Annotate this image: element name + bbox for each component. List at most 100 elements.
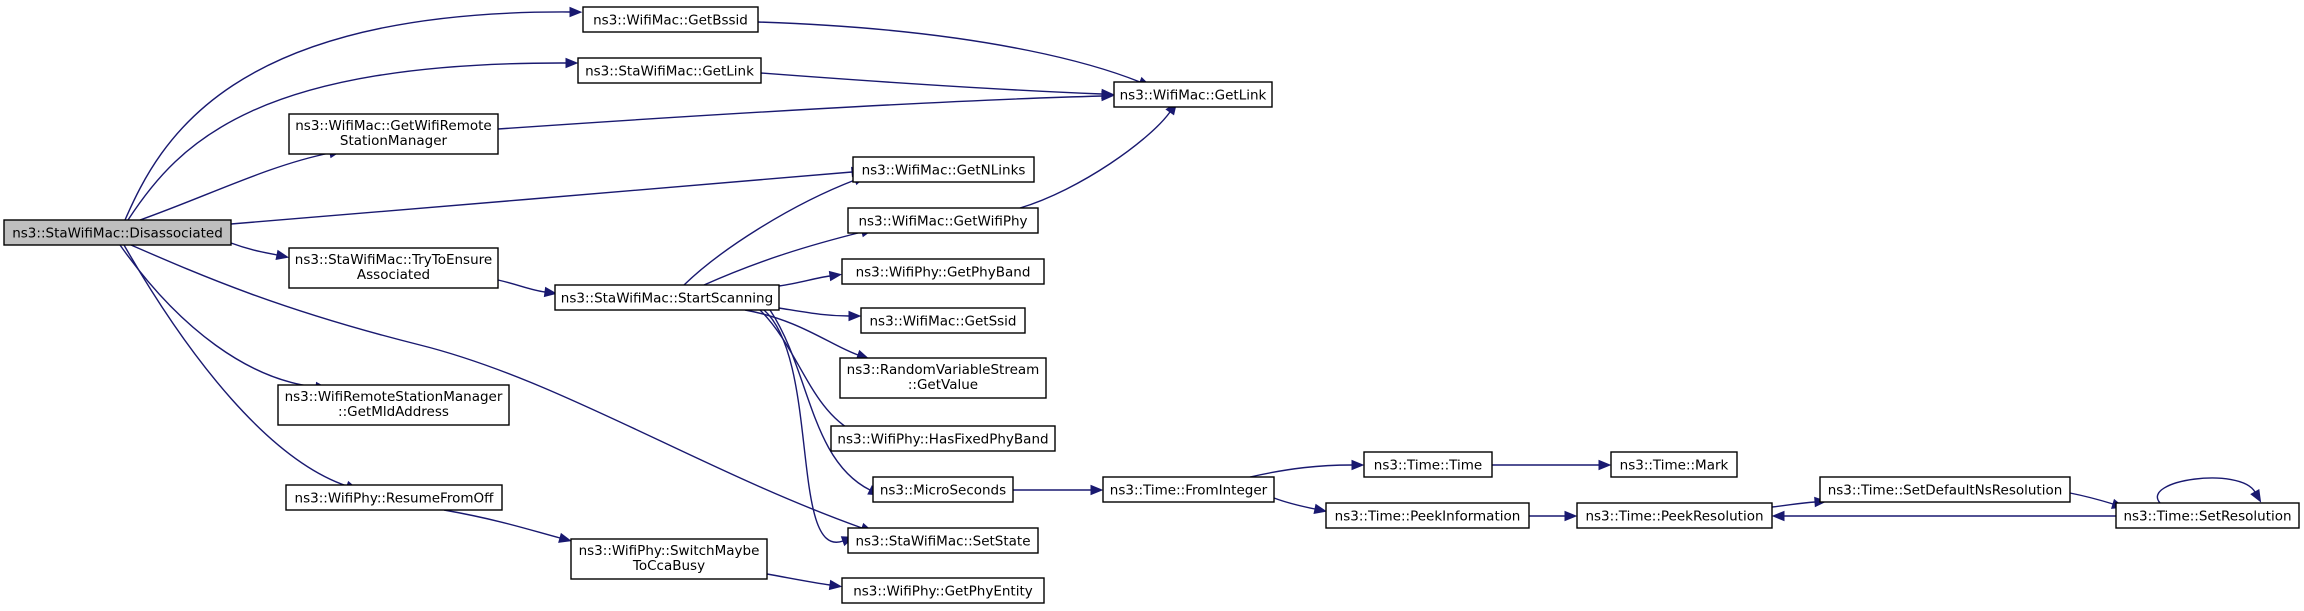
edge-line — [703, 231, 863, 286]
node-label: ns3::StaWifiMac::SetState — [855, 534, 1030, 550]
node-box[interactable] — [852, 156, 1035, 183]
edge-arrowhead — [1313, 503, 1328, 515]
graph-node-n11[interactable]: ns3::RandomVariableStream::GetValue — [839, 357, 1047, 399]
edge-line — [2069, 492, 2114, 505]
edge-line — [757, 21, 1141, 83]
edge-line — [1019, 111, 1171, 209]
edge-line — [744, 309, 859, 356]
graph-node-n20[interactable]: ns3::Time::SetDefaultNsResolution — [1819, 476, 2071, 503]
node-box[interactable] — [1325, 502, 1530, 529]
node-label: ns3::RandomVariableStream — [847, 362, 1040, 378]
node-box[interactable] — [841, 577, 1045, 604]
node-label: ns3::WifiMac::GetSsid — [869, 314, 1016, 330]
edge-line — [123, 244, 348, 487]
edge-n15-n16 — [1249, 459, 1365, 478]
graph-node-n0[interactable]: ns3::StaWifiMac::Disassociated — [3, 219, 232, 246]
node-box[interactable] — [1610, 451, 1738, 478]
node-label: ns3::Time::PeekInformation — [1335, 509, 1521, 525]
edge-n0-n5 — [230, 166, 865, 225]
edge-n21-n21 — [2156, 477, 2262, 504]
node-box[interactable] — [2115, 502, 2300, 529]
graph-node-n12[interactable]: ns3::WifiRemoteStationManager::GetMldAdd… — [277, 384, 510, 426]
node-box[interactable] — [872, 476, 1014, 503]
node-box[interactable] — [288, 113, 499, 155]
edge-n0-n7 — [230, 242, 290, 261]
edge-n14-n15 — [1013, 484, 1104, 496]
edge-line — [683, 179, 856, 286]
node-box[interactable] — [841, 258, 1045, 285]
node-label: ns3::Time::PeekResolution — [1585, 509, 1763, 525]
graph-node-n22[interactable]: ns3::WifiPhy::ResumeFromOff — [285, 484, 503, 511]
node-box[interactable] — [1363, 451, 1493, 478]
node-box[interactable] — [554, 284, 780, 311]
node-label: ns3::MicroSeconds — [880, 483, 1006, 499]
edge-arrowhead — [565, 57, 579, 69]
node-box[interactable] — [582, 6, 759, 33]
edge-line — [497, 95, 1103, 130]
edge-n8-n10 — [778, 307, 862, 322]
node-label: ns3::StaWifiMac::GetLink — [585, 64, 754, 80]
node-box[interactable] — [1113, 81, 1273, 108]
graph-node-n8[interactable]: ns3::StaWifiMac::StartScanning — [554, 284, 780, 311]
node-label: ns3::StaWifiMac::StartScanning — [561, 291, 773, 307]
edge-n16-n17 — [1492, 459, 1612, 471]
node-box[interactable] — [570, 538, 768, 580]
graph-node-n16[interactable]: ns3::Time::Time — [1363, 451, 1493, 478]
node-box[interactable] — [285, 484, 503, 511]
node-label: ::GetValue — [908, 377, 978, 393]
node-box[interactable] — [860, 307, 1026, 334]
graph-node-n14[interactable]: ns3::MicroSeconds — [872, 476, 1014, 503]
node-label: ns3::WifiPhy::ResumeFromOff — [295, 491, 495, 507]
graph-node-n18[interactable]: ns3::Time::PeekInformation — [1325, 502, 1530, 529]
call-graph-nodes: ns3::StaWifiMac::Disassociatedns3::WifiM… — [3, 6, 2300, 604]
edge-line — [1249, 464, 1353, 478]
node-label: ns3::Time::FromInteger — [1110, 483, 1268, 499]
graph-node-n10[interactable]: ns3::WifiMac::GetSsid — [860, 307, 1026, 334]
node-box[interactable] — [577, 57, 762, 84]
graph-node-n25[interactable]: ns3::WifiPhy::GetPhyEntity — [841, 577, 1045, 604]
edge-n0-n2 — [127, 57, 579, 221]
graph-node-n5[interactable]: ns3::WifiMac::GetNLinks — [852, 156, 1035, 183]
node-box[interactable] — [847, 207, 1039, 234]
graph-node-n2[interactable]: ns3::StaWifiMac::GetLink — [577, 57, 762, 84]
node-box[interactable] — [1819, 476, 2071, 503]
node-box[interactable] — [3, 219, 232, 246]
node-label: ns3::Time::Time — [1374, 458, 1482, 474]
edge-line — [760, 72, 1103, 95]
edge-line — [124, 11, 571, 221]
graph-node-n9[interactable]: ns3::WifiPhy::GetPhyBand — [841, 258, 1045, 285]
graph-node-n3[interactable]: ns3::WifiMac::GetLink — [1113, 81, 1273, 108]
node-box[interactable] — [839, 357, 1047, 399]
node-box[interactable] — [847, 527, 1039, 554]
edge-arrowhead — [275, 249, 290, 261]
node-box[interactable] — [1102, 476, 1275, 503]
node-box[interactable] — [830, 425, 1056, 452]
edge-arrowhead — [1090, 484, 1104, 496]
graph-node-n4[interactable]: ns3::WifiMac::GetWifiRemoteStationManage… — [288, 113, 499, 155]
node-label: Associated — [357, 267, 430, 283]
node-box[interactable] — [277, 384, 510, 426]
graph-node-n19[interactable]: ns3::Time::PeekResolution — [1576, 502, 1773, 529]
edge-arrowhead — [828, 270, 843, 282]
edge-arrowhead — [848, 310, 862, 322]
edge-n19-n20 — [1771, 496, 1828, 508]
edge-line — [230, 171, 853, 225]
edge-arrowhead — [2250, 489, 2262, 503]
graph-node-n1[interactable]: ns3::WifiMac::GetBssid — [582, 6, 759, 33]
edge-line — [763, 309, 844, 543]
graph-node-n17[interactable]: ns3::Time::Mark — [1610, 451, 1738, 478]
node-label: StationManager — [340, 133, 448, 149]
edge-n8-n9 — [778, 270, 843, 287]
edge-line — [778, 275, 831, 287]
graph-node-n23[interactable]: ns3::StaWifiMac::SetState — [847, 527, 1039, 554]
edge-line — [139, 152, 331, 221]
edge-line — [130, 244, 863, 529]
node-box[interactable] — [1576, 502, 1773, 529]
graph-node-n21[interactable]: ns3::Time::SetResolution — [2115, 502, 2300, 529]
node-box[interactable] — [288, 247, 499, 289]
graph-node-n6[interactable]: ns3::WifiMac::GetWifiPhy — [847, 207, 1039, 234]
graph-node-n13[interactable]: ns3::WifiPhy::HasFixedPhyBand — [830, 425, 1056, 452]
graph-node-n15[interactable]: ns3::Time::FromInteger — [1102, 476, 1275, 503]
